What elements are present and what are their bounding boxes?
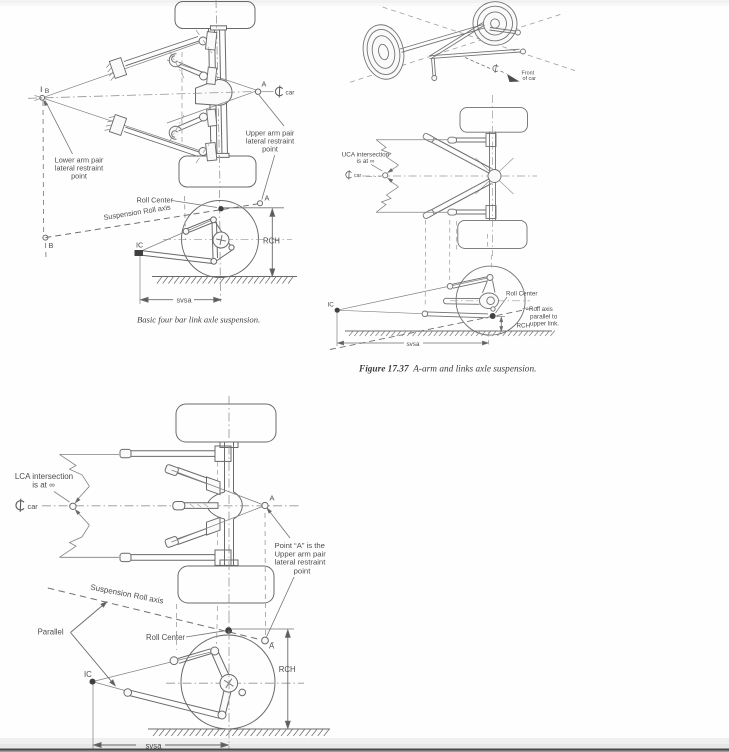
svg-text:Front: Front xyxy=(522,71,535,77)
svg-text:lateral restraint: lateral restraint xyxy=(246,137,294,146)
svg-text:car: car xyxy=(354,173,361,179)
svg-text:IC: IC xyxy=(84,670,92,679)
svg-text:Point “A” is the: Point “A” is the xyxy=(275,541,325,550)
svg-text:point: point xyxy=(71,172,87,181)
svg-text:Figure 17.37 A-arm and links: Figure 17.37 A-arm and links axle suspen… xyxy=(358,365,536,375)
svg-text:Basic four bar link axle suspe: Basic four bar link axle suspension. xyxy=(137,315,260,325)
svg-text:B: B xyxy=(49,241,54,250)
svg-text:RCH: RCH xyxy=(517,322,531,329)
svg-text:Parallel: Parallel xyxy=(38,628,64,637)
svg-text:parallel to: parallel to xyxy=(530,313,558,320)
svg-text:svsa: svsa xyxy=(407,341,420,348)
svg-text:A: A xyxy=(262,80,267,89)
svg-text:UCA intersection: UCA intersection xyxy=(342,152,390,159)
svg-text:A: A xyxy=(265,194,270,203)
svg-text:Upper arm pair: Upper arm pair xyxy=(246,129,295,138)
svg-text:Roll Center: Roll Center xyxy=(146,633,185,642)
svg-text:RCH: RCH xyxy=(279,665,296,674)
svg-text:lateral restraint: lateral restraint xyxy=(275,558,327,567)
svg-text:car: car xyxy=(28,502,39,511)
svg-text:is at ∞: is at ∞ xyxy=(32,481,55,490)
svg-text:car: car xyxy=(286,89,296,96)
svg-text:Upper arm pair: Upper arm pair xyxy=(275,549,327,558)
svg-text:Roll Center: Roll Center xyxy=(506,291,538,298)
svg-text:LCA intersection: LCA intersection xyxy=(15,472,73,481)
svg-text:B: B xyxy=(45,88,50,95)
svg-text:IC: IC xyxy=(136,241,143,250)
svg-text:upper link.: upper link. xyxy=(530,321,559,328)
svg-text:Roll axis: Roll axis xyxy=(529,306,553,313)
svg-text:point: point xyxy=(294,566,312,575)
svg-text:Lower arm pair: Lower arm pair xyxy=(55,156,104,165)
svg-text:svsa: svsa xyxy=(146,741,163,750)
svg-text:Suspension Roll axis: Suspension Roll axis xyxy=(103,202,172,222)
svg-text:A: A xyxy=(270,494,275,503)
svg-text:A: A xyxy=(269,642,275,651)
svg-text:svsa: svsa xyxy=(177,295,193,304)
svg-text:point: point xyxy=(262,145,278,154)
svg-text:lateral restraint: lateral restraint xyxy=(55,164,103,173)
svg-text:IC: IC xyxy=(328,302,335,309)
svg-text:Roll Center: Roll Center xyxy=(137,196,174,205)
svg-text:Suspension Roll axis: Suspension Roll axis xyxy=(90,583,165,606)
svg-text:is at ∞: is at ∞ xyxy=(356,158,374,165)
svg-text:of car: of car xyxy=(523,76,537,82)
svg-text:RCH: RCH xyxy=(263,237,280,246)
